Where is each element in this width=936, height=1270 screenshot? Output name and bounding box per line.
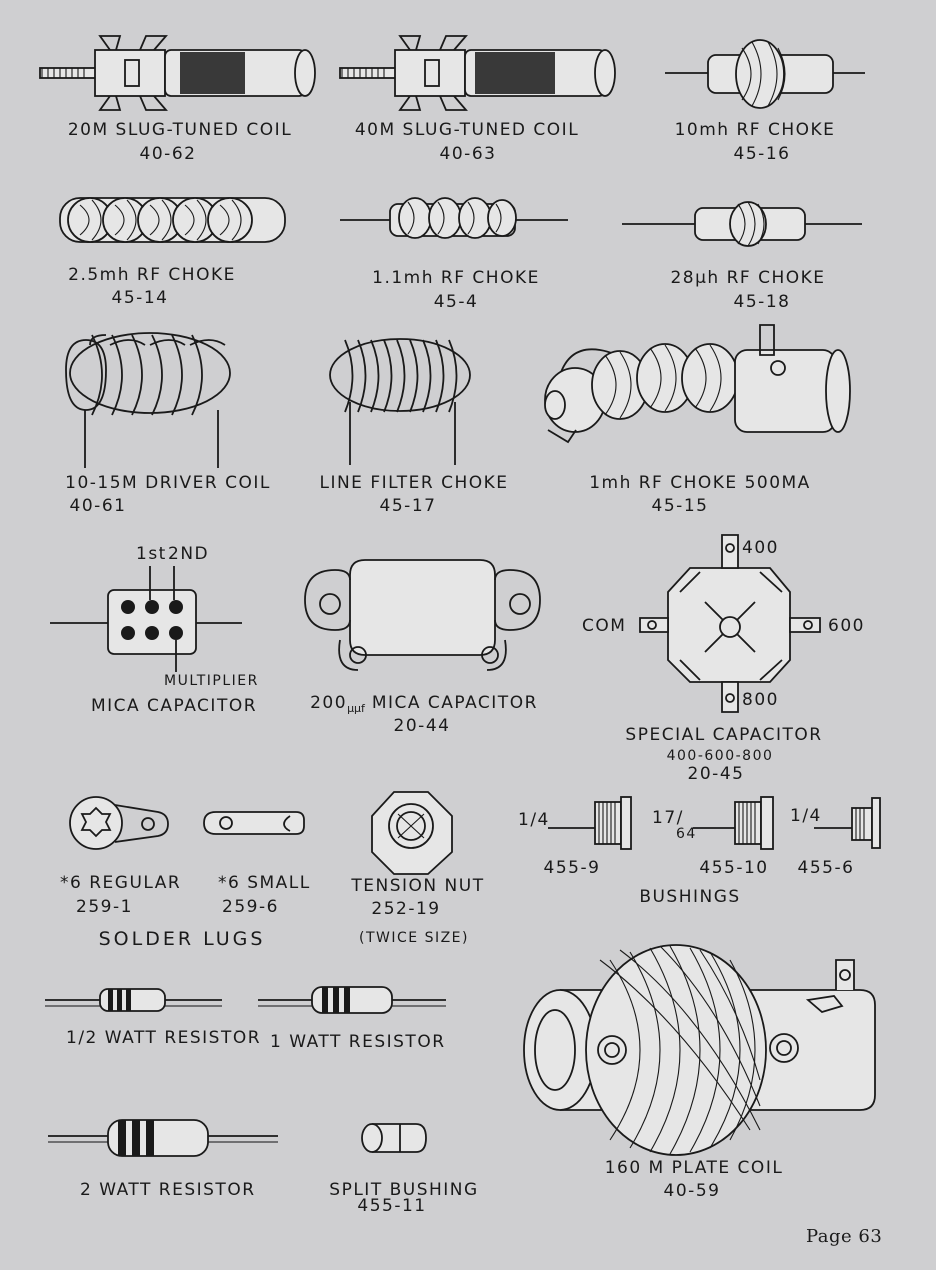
plate-coil-part: 40-59	[663, 1181, 721, 1201]
driver-coil-name: 10-15M DRIVER COIL	[65, 473, 271, 493]
bushing-1-size: 1/4	[518, 810, 550, 830]
mica-200-drawing	[304, 559, 541, 671]
mica-200-unit: μμf	[347, 702, 365, 715]
choke-28uh-unit: μh	[695, 268, 720, 288]
solder-lug-small-name: *6 SMALL	[218, 873, 311, 893]
choke-28uh-value: 28	[670, 268, 696, 288]
choke-1-1mh-drawing	[340, 197, 568, 239]
choke-2-5mh-drawing	[59, 197, 286, 243]
mica-200-value: 200	[310, 693, 348, 713]
choke-1mh-500ma-drawing	[544, 324, 851, 444]
coil-40m-name: 40M SLUG-TUNED COIL	[354, 120, 580, 140]
plate-coil-name: 160 M PLATE COIL	[604, 1158, 784, 1178]
solder-lug-regular-name: *6 REGULAR	[60, 873, 182, 893]
resistor-2-watt-drawing	[48, 1119, 278, 1157]
choke-28uh-part: 45-18	[733, 292, 791, 312]
plate-coil-drawing	[523, 944, 876, 1156]
resistor-half-watt-drawing	[45, 988, 222, 1012]
bushing-3-size: 1/4	[790, 806, 822, 826]
resistor-1-watt-drawing	[258, 986, 446, 1014]
coil-20m-name: 20M SLUG-TUNED COIL	[67, 120, 293, 140]
choke-28uh-rest: RF CHOKE	[726, 268, 826, 288]
choke-1-1mh-part: 45-4	[433, 292, 479, 312]
choke-1mh-500ma-name: 1mh RF CHOKE 500MA	[589, 473, 811, 493]
resistor-2-watt-name: 2 WATT RESISTOR	[80, 1180, 256, 1200]
driver-coil-part: 40-61	[69, 496, 127, 516]
special-capacitor-drawing	[639, 534, 821, 713]
page-number: Page 63	[806, 1226, 883, 1247]
line-filter-drawing	[329, 338, 471, 465]
split-bushing-part: 455-11	[357, 1196, 427, 1216]
mica-capacitor-drawing	[50, 566, 242, 672]
solder-lug-small-part: 259-6	[222, 897, 279, 917]
line-filter-name: LINE FILTER CHOKE	[319, 473, 509, 493]
mica-200-rest: MICA CAPACITOR	[371, 693, 538, 713]
coil-20m-part: 40-62	[139, 144, 197, 164]
choke-28uh-drawing	[622, 201, 862, 247]
bushings-drawing	[548, 796, 881, 850]
tension-nut-name: TENSION NUT	[351, 876, 485, 896]
bushings-title: BUSHINGS	[639, 887, 741, 907]
choke-10mh-drawing	[665, 39, 865, 109]
solder-lug-regular-part: 259-1	[76, 897, 133, 917]
choke-2-5mh-part: 45-14	[111, 288, 169, 308]
bushing-2-part: 455-10	[699, 858, 769, 878]
special-cap-600-label: 600	[828, 616, 865, 636]
mica-cap-multiplier-label: MULTIPLIER	[164, 673, 259, 689]
mica-200-name: 200μμf MICA CAPACITOR	[310, 693, 538, 715]
driver-coil-drawing	[65, 332, 231, 468]
bushing-3-part: 455-6	[797, 858, 855, 878]
special-cap-part: 20-45	[687, 764, 745, 784]
tension-nut-part: 252-19	[371, 899, 441, 919]
choke-10mh-part: 45-16	[733, 144, 791, 164]
choke-1mh-500ma-part: 45-15	[651, 496, 709, 516]
choke-10mh-name: 10mh RF CHOKE	[674, 120, 836, 140]
mica-cap-name: MICA CAPACITOR	[90, 696, 258, 716]
coil-40m-part: 40-63	[439, 144, 497, 164]
tension-nut-drawing	[371, 791, 453, 875]
split-bushing-name: SPLIT BUSHING	[329, 1180, 479, 1200]
line-filter-part: 45-17	[379, 496, 437, 516]
split-bushing-drawing	[361, 1123, 427, 1153]
coil-40m-drawing	[339, 35, 616, 111]
resistor-half-watt-name: 1/2 WATT RESISTOR	[66, 1028, 262, 1048]
solder-lugs-title: SOLDER LUGS	[98, 928, 266, 950]
special-cap-rating: 400-600-800	[666, 748, 774, 764]
mica-cap-1st-label: 1st	[136, 544, 167, 564]
choke-1-1mh-name: 1.1mh RF CHOKE	[372, 268, 540, 288]
special-cap-name: SPECIAL CAPACITOR	[625, 725, 823, 745]
special-cap-com-label: COM	[582, 616, 627, 636]
special-cap-400-label: 400	[742, 538, 779, 558]
mica-cap-2nd-label: 2ND	[168, 544, 210, 564]
special-cap-800-label: 800	[742, 690, 779, 710]
choke-2-5mh-name: 2.5mh RF CHOKE	[68, 265, 236, 285]
bushing-1-part: 455-9	[543, 858, 601, 878]
coil-20m-drawing	[39, 35, 316, 111]
resistor-1-watt-name: 1 WATT RESISTOR	[270, 1032, 446, 1052]
bushing-2-size-num: 17/	[652, 808, 684, 828]
solder-lugs-drawing	[69, 796, 305, 850]
bushing-2-size-den: 64	[676, 826, 697, 842]
mica-200-part: 20-44	[393, 716, 451, 736]
tension-nut-note: (TWICE SIZE)	[359, 930, 469, 946]
choke-28uh-name: 28μh RF CHOKE	[670, 268, 825, 288]
